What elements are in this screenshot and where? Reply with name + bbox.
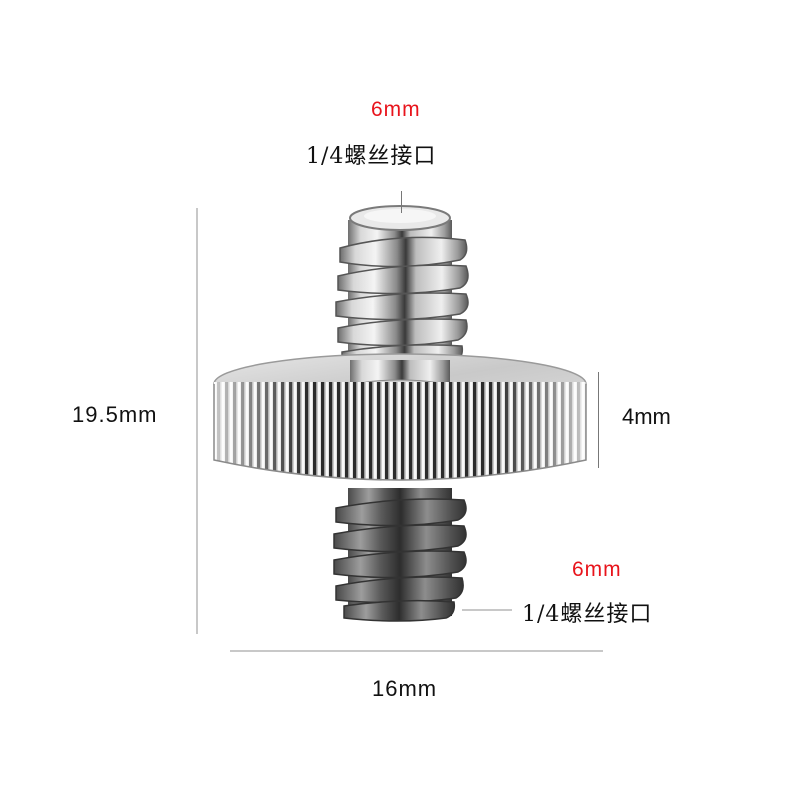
diameter-dimension-line — [230, 650, 603, 652]
top-thread-type-label: 1/4螺丝接口 — [306, 144, 437, 169]
bottom-thread-pointer-line — [462, 609, 512, 611]
knob-diameter-label: 16mm — [372, 676, 438, 701]
bottom-thread-type-label: 1/4螺丝接口 — [522, 602, 653, 627]
bottom-thread-size-label: 6mm — [572, 558, 622, 581]
top-thread-size-label: 6mm — [371, 98, 421, 121]
knurled-knob — [214, 382, 586, 480]
lower-thread — [333, 488, 467, 622]
knob-thickness-line — [598, 372, 599, 468]
knob-thickness-label: 4mm — [622, 404, 671, 429]
height-dimension-line — [196, 208, 198, 634]
total-height-label: 19.5mm — [72, 402, 158, 427]
top-thread-pointer-line — [401, 191, 402, 213]
upper-thread — [335, 205, 469, 368]
